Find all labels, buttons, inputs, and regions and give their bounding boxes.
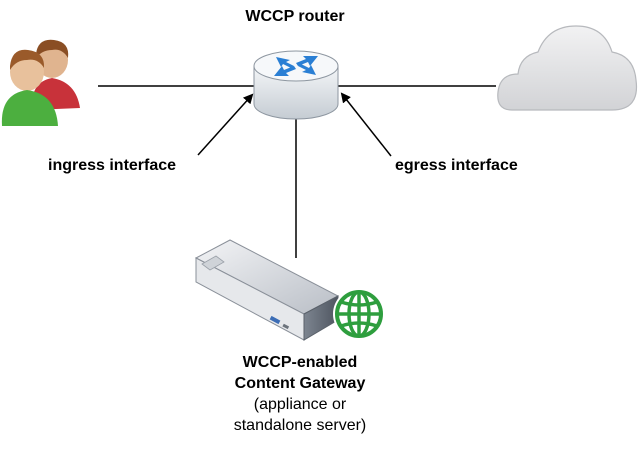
egress-arrow [340, 92, 392, 157]
cloud-icon [497, 25, 638, 111]
egress-interface-label: egress interface [395, 157, 518, 174]
gateway-caption-line4: standalone server) [233, 417, 367, 434]
gateway-caption: WCCP-enabled Content Gateway (appliance … [190, 352, 410, 436]
gateway-caption-line2: Content Gateway [234, 375, 366, 392]
ingress-interface-label: ingress interface [48, 157, 177, 174]
router-icon [253, 50, 339, 120]
router-title: WCCP router [245, 8, 345, 25]
gateway-caption-line3: (appliance or [253, 396, 347, 413]
gateway-caption-line1: WCCP-enabled [242, 354, 358, 371]
ingress-arrow [197, 93, 254, 156]
server-appliance-icon [194, 239, 340, 341]
globe-icon [333, 288, 385, 340]
users-icon [1, 39, 80, 126]
